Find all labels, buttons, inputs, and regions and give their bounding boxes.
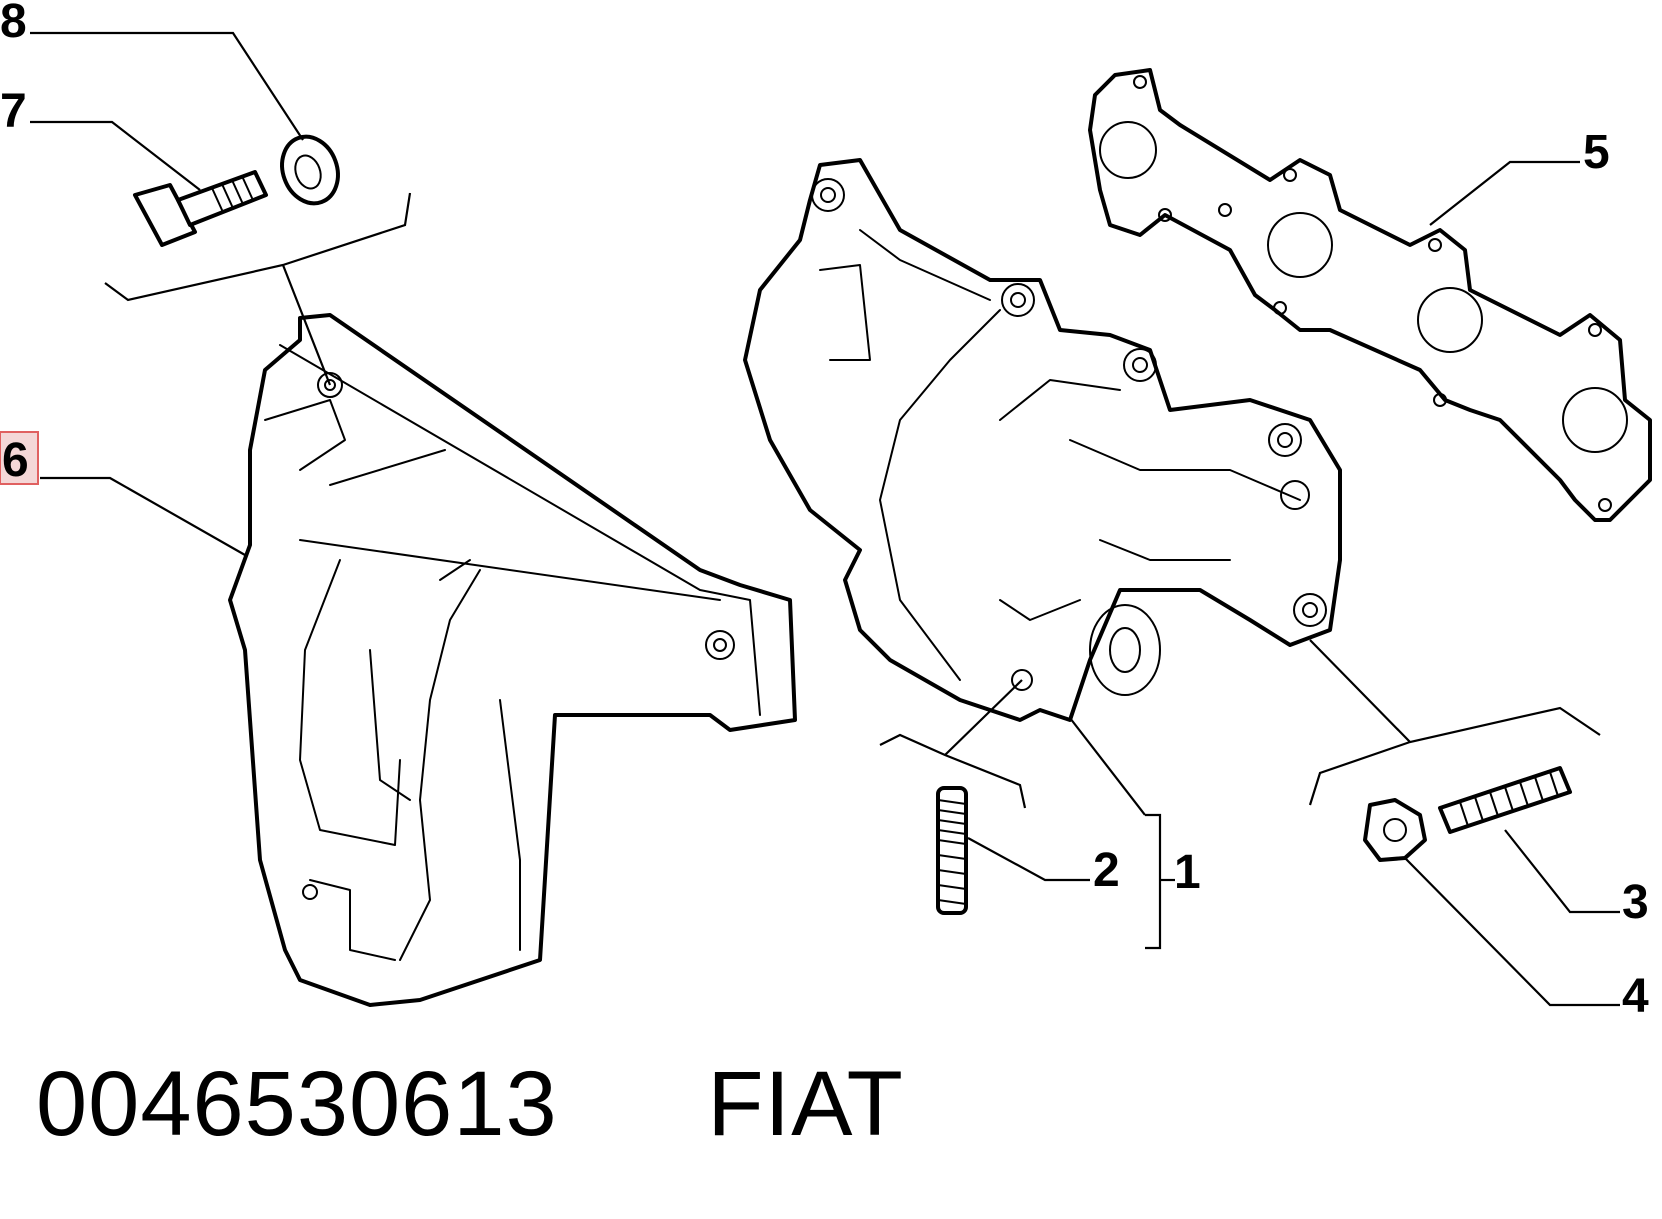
exhaust-manifold-part[interactable] <box>743 158 1342 722</box>
nut-part[interactable] <box>1363 798 1427 862</box>
leader-lines <box>30 31 1620 1007</box>
bolt-part[interactable] <box>133 170 268 247</box>
threaded-stud-part[interactable] <box>1438 766 1572 834</box>
callout-6-highlight <box>0 431 39 485</box>
washer-part[interactable] <box>273 129 347 211</box>
callout-6[interactable]: 6 <box>2 434 29 487</box>
callout-2[interactable]: 2 <box>1093 844 1120 897</box>
brand-name: FIAT <box>707 1053 904 1155</box>
callout-7[interactable]: 7 <box>0 85 27 138</box>
stud-part[interactable] <box>936 786 968 915</box>
callout-8[interactable]: 8 <box>0 0 27 48</box>
heat-shield-part[interactable] <box>228 313 797 1007</box>
part-number: 0046530613 <box>36 1053 558 1155</box>
callout-3[interactable]: 3 <box>1622 876 1649 929</box>
callout-1[interactable]: 1 <box>1174 846 1201 899</box>
callout-5[interactable]: 5 <box>1583 126 1610 179</box>
part-caption: 0046530613 FIAT <box>36 1052 904 1157</box>
gasket-part[interactable] <box>1088 68 1652 522</box>
callout-4[interactable]: 4 <box>1622 970 1649 1023</box>
